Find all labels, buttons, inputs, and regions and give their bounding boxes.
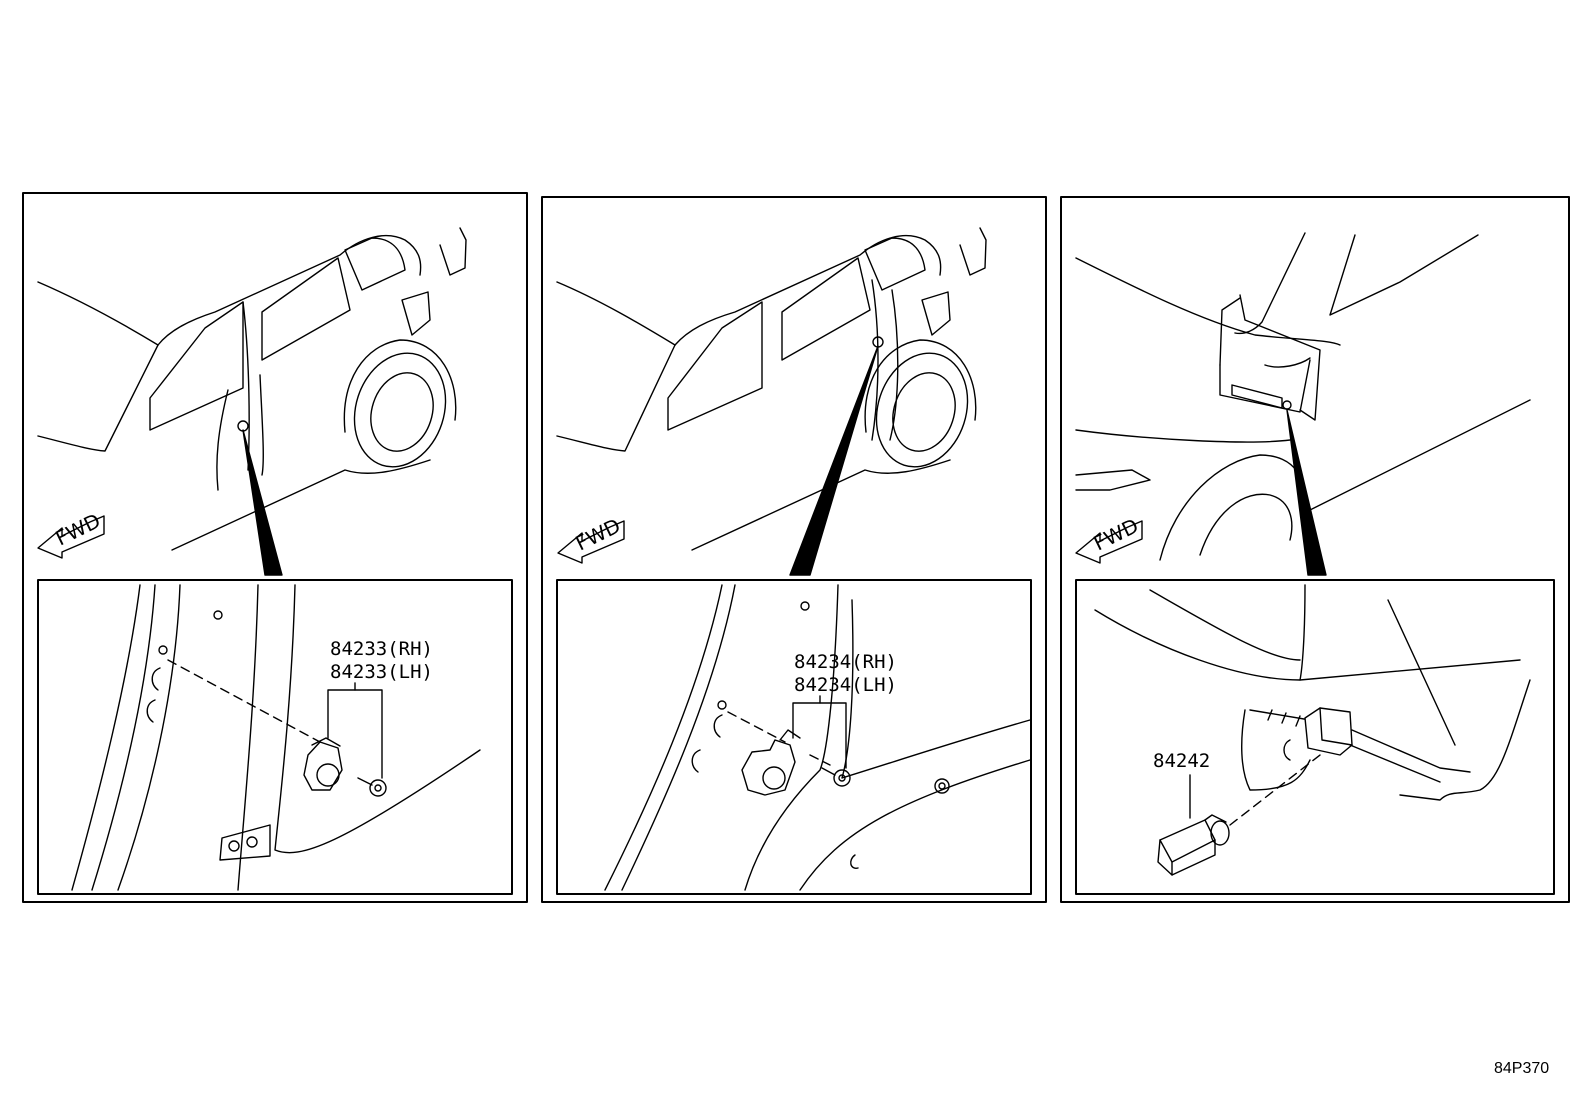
fwd-arrow-icon: FWD bbox=[37, 508, 105, 559]
part-number-lh: 84234(LH) bbox=[794, 674, 897, 696]
part-number-lh: 84233(LH) bbox=[330, 661, 433, 683]
panel-1-vehicle-overview bbox=[37, 227, 467, 576]
panel-3-vehicle-overview bbox=[1075, 232, 1531, 576]
diagram-code: 84P370 bbox=[1494, 1060, 1549, 1077]
panel-2-frame bbox=[541, 196, 1047, 903]
panel-3-frame bbox=[1060, 196, 1570, 903]
part-number-rh: 84234(RH) bbox=[794, 651, 897, 673]
panel-1: FWD bbox=[22, 192, 528, 903]
panel-3: FWD bbox=[1060, 196, 1570, 903]
panel-2-vehicle-overview bbox=[556, 227, 987, 576]
sensor-84234 bbox=[741, 729, 801, 796]
fwd-arrow-icon: FWD bbox=[1075, 513, 1143, 564]
panel-3-detail-frame bbox=[1075, 579, 1555, 895]
fwd-arrow-icon: FWD bbox=[557, 513, 625, 564]
sensor-84233 bbox=[303, 737, 343, 791]
part-number-rh: 84233(RH) bbox=[330, 638, 433, 660]
panel-2-detail-frame bbox=[556, 579, 1032, 895]
screw-84233 bbox=[357, 777, 387, 797]
panel-3-detail-drawing bbox=[1094, 584, 1531, 876]
panel-1-detail-drawing bbox=[71, 584, 481, 891]
sensor-location-marker bbox=[1282, 400, 1292, 410]
part-number: 84242 bbox=[1153, 750, 1210, 772]
sensor-84242 bbox=[1157, 814, 1230, 876]
panel-1-detail-frame bbox=[37, 579, 513, 895]
panel-1-frame bbox=[22, 192, 528, 903]
screw-84234 bbox=[821, 767, 851, 787]
panel-2: FWD bbox=[541, 196, 1047, 903]
panel-2-detail-drawing bbox=[604, 584, 1031, 891]
